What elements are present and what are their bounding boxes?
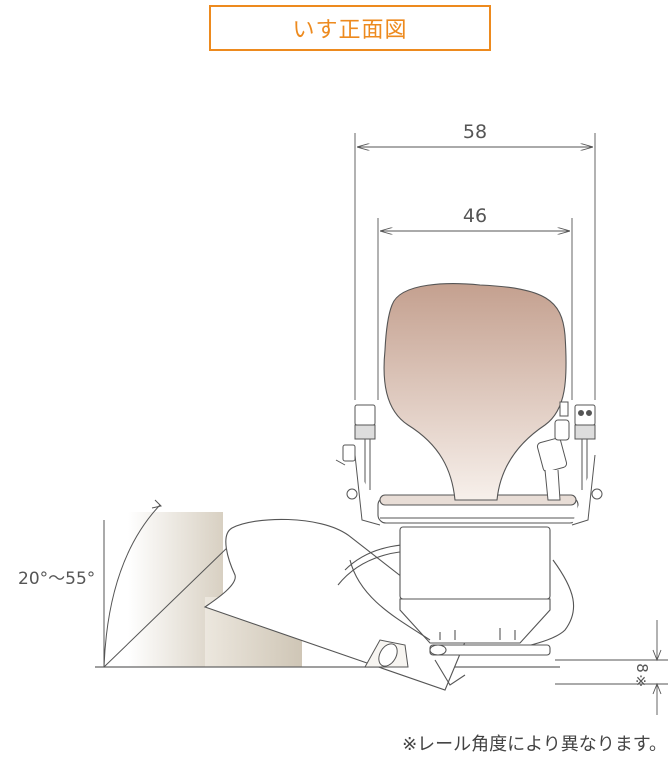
- dimension-inner-width: [377, 218, 573, 400]
- diagram-title: いす正面図: [209, 5, 491, 51]
- left-armrest: [335, 404, 381, 526]
- right-armrest: [536, 401, 603, 526]
- inner-width-label: 46: [463, 205, 487, 227]
- step-height-note-mark: ※: [635, 674, 647, 690]
- chair-base: [349, 526, 575, 686]
- dimension-step-height: [555, 620, 668, 715]
- backrest: [383, 283, 567, 501]
- footnote: ※レール角度により異なります。: [402, 734, 667, 755]
- outer-width-label: 58: [463, 121, 487, 143]
- dimension-outer-width: [354, 133, 596, 400]
- rail-bracket: [364, 639, 409, 668]
- angle-range-label: 20°～55°: [18, 569, 95, 589]
- step-height-label: 8: [633, 663, 651, 673]
- angle-indicator: [103, 499, 231, 668]
